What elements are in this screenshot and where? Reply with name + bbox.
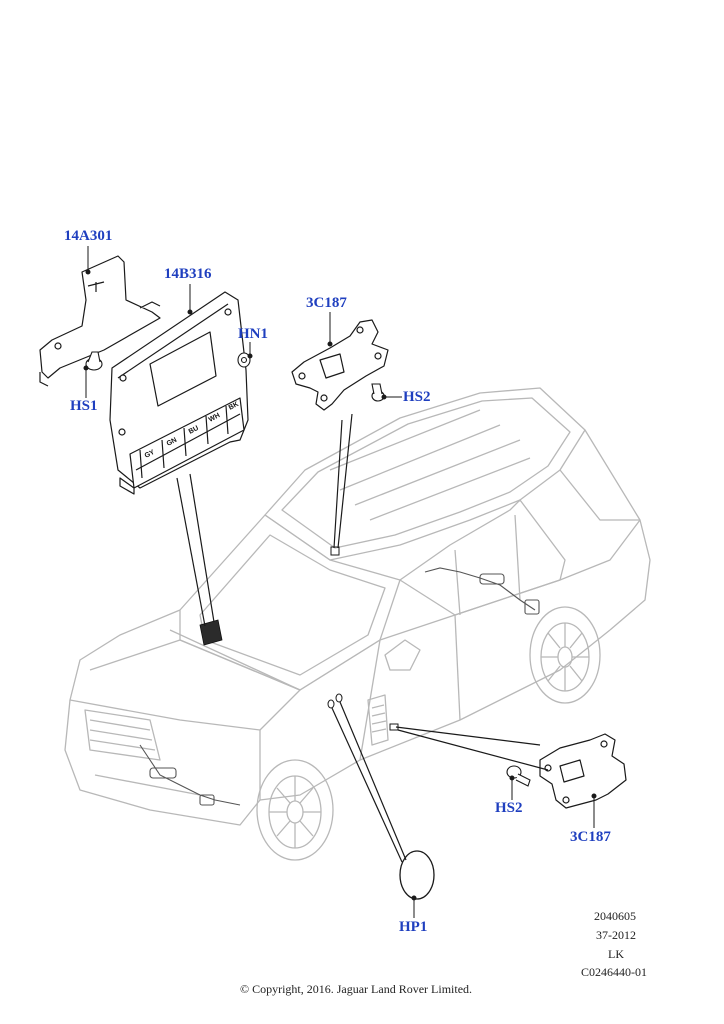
vehicle-outline <box>64 387 651 861</box>
callout-hs2-upper[interactable]: HS2 <box>403 389 431 405</box>
bracket-3c187-lower[interactable] <box>539 733 627 809</box>
callout-14b316[interactable]: 14B316 <box>164 266 212 282</box>
screw-hs2-upper[interactable] <box>371 383 385 402</box>
callout-hn1[interactable]: HN1 <box>238 326 268 342</box>
callout-3c187-upper[interactable]: 3C187 <box>306 295 347 311</box>
callout-hs2-lower[interactable]: HS2 <box>495 800 523 816</box>
reference-number: 2040605 <box>594 909 636 923</box>
wiring-harness <box>139 567 540 806</box>
reference-illustration-id: C0246440-01 <box>581 965 647 979</box>
callout-3c187-lower[interactable]: 3C187 <box>570 829 611 845</box>
reference-code: LK <box>608 947 624 961</box>
callout-hp1[interactable]: HP1 <box>399 919 428 935</box>
nut-hn1[interactable] <box>237 352 251 368</box>
callout-hs1[interactable]: HS1 <box>70 398 98 414</box>
bracket-3c187-upper[interactable] <box>291 319 389 411</box>
connector-label-bu: BU <box>188 425 200 436</box>
connector-label-wh: WH <box>208 412 222 424</box>
bracket-14a301[interactable] <box>39 255 161 387</box>
callout-14a301[interactable]: 14A301 <box>64 228 113 244</box>
screw-hs1[interactable] <box>85 351 103 371</box>
connector-label-gy: GY <box>144 449 157 460</box>
screw-hs2-lower[interactable] <box>506 765 531 787</box>
connector-label-gn: GN <box>166 437 179 448</box>
copyright-notice: © Copyright, 2016. Jaguar Land Rover Lim… <box>239 982 473 996</box>
ecu-module-14b316[interactable] <box>109 291 249 495</box>
leader-lines <box>176 413 549 863</box>
plug-hp1[interactable] <box>399 850 435 900</box>
ecu-connector-labels: GY GN BU WH BK <box>144 401 240 460</box>
reference-date: 37-2012 <box>596 928 636 942</box>
connector-label-bk: BK <box>228 401 240 412</box>
callout-pointers <box>83 246 597 918</box>
ecu-installed <box>199 619 223 646</box>
